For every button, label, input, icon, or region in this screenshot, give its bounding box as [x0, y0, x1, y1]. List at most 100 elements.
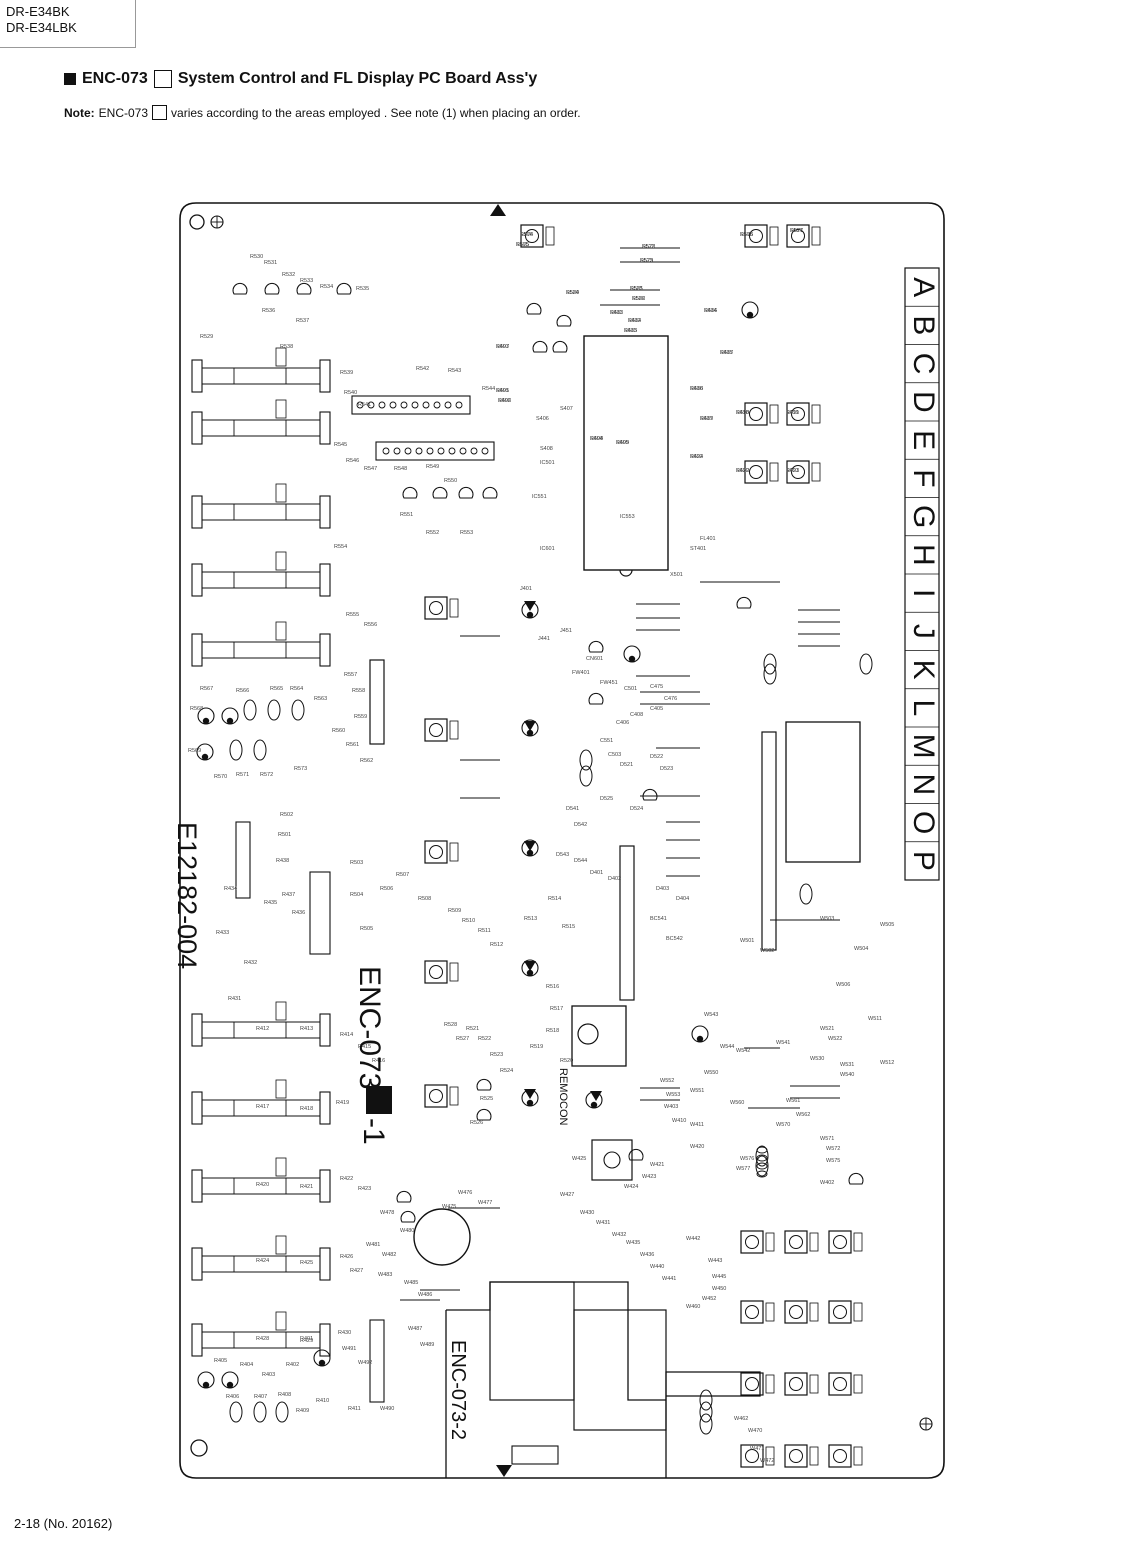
grid-letter-c: C [907, 353, 940, 375]
component-label: X501 [670, 572, 683, 578]
component-label: W489 [420, 1342, 434, 1348]
component-label: W505 [880, 922, 894, 928]
grid-letter-m: M [907, 734, 940, 759]
ic553-outline [591, 1139, 633, 1181]
component-label: R558 [352, 688, 365, 694]
component-label: R538 [280, 344, 293, 350]
component-label: R517 [550, 1006, 563, 1012]
component-label: R522 [478, 1036, 491, 1042]
component-label: R581 [630, 286, 643, 292]
component-label: R421 [300, 1184, 313, 1190]
component-label: W576 [740, 1156, 754, 1162]
component-label: W436 [640, 1252, 654, 1258]
component-label: IC551 [532, 494, 547, 500]
grid-letter-i: I [907, 589, 940, 597]
component-label: W410 [672, 1118, 686, 1124]
component-label: W552 [660, 1078, 674, 1084]
component-label: W443 [708, 1258, 722, 1264]
component-label: R418 [300, 1106, 313, 1112]
component-label: R417 [256, 1104, 269, 1110]
component-label: W420 [690, 1144, 704, 1150]
component-label: R523 [490, 1052, 503, 1058]
component-label: R533 [300, 278, 313, 284]
component-label: S413 [624, 328, 637, 334]
component-label: R432 [244, 960, 257, 966]
component-label: S417 [700, 416, 713, 422]
component-label: W540 [840, 1072, 854, 1078]
component-label: R420 [256, 1182, 269, 1188]
component-label: R427 [350, 1268, 363, 1274]
component-label: C476 [664, 696, 677, 702]
component-label: D522 [650, 754, 663, 760]
bottom-arrow-icon [496, 1465, 512, 1477]
component-label: C475 [650, 684, 663, 690]
connector-strip [309, 871, 331, 955]
component-label: S505 [516, 242, 529, 248]
component-label: J441 [538, 636, 550, 642]
note-label: Note: [64, 105, 95, 120]
component-label: R545 [334, 442, 347, 448]
component-label: R508 [418, 896, 431, 902]
component-label: R589 [700, 416, 713, 422]
component-label: D404 [676, 896, 689, 902]
component-label: R410 [316, 1398, 329, 1404]
component-label: R513 [524, 916, 537, 922]
component-label: R437 [282, 892, 295, 898]
component-label: R583 [610, 310, 623, 316]
component-label: R539 [340, 370, 353, 376]
component-label: R535 [356, 286, 369, 292]
component-label: R511 [478, 928, 491, 934]
grid-letter-h: H [907, 544, 940, 566]
component-label: R526 [470, 1120, 483, 1126]
component-label: S522 [642, 244, 655, 250]
component-label: D401 [590, 870, 603, 876]
component-label: R516 [546, 984, 559, 990]
component-label: S405 [616, 440, 629, 446]
component-label: D524 [630, 806, 643, 812]
component-label: R436 [292, 910, 305, 916]
component-label: W442 [686, 1236, 700, 1242]
component-label: W452 [702, 1296, 716, 1302]
grid-letter-j: J [907, 624, 940, 639]
component-label: R518 [546, 1028, 559, 1034]
component-label: R547 [364, 466, 377, 472]
component-label: W490 [380, 1406, 394, 1412]
board-label-sub: ENC-073-2 [447, 1340, 469, 1440]
component-label: S404 [590, 436, 603, 442]
component-label: W511 [868, 1016, 882, 1022]
component-label: R553 [460, 530, 473, 536]
component-label: R585 [624, 328, 637, 334]
component-label: R424 [256, 1258, 269, 1264]
component-label: IC501 [540, 460, 555, 466]
component-label: D403 [656, 886, 669, 892]
component-label: W575 [826, 1158, 840, 1164]
note-code: ENC-073 [98, 105, 149, 120]
component-label: ST401 [690, 546, 706, 552]
component-label: R413 [300, 1026, 313, 1032]
component-label: R559 [354, 714, 367, 720]
component-label: R540 [344, 390, 357, 396]
component-label: R507 [396, 872, 409, 878]
component-label: W440 [650, 1264, 664, 1270]
component-label: R550 [444, 478, 457, 484]
component-label: S506 [520, 232, 533, 238]
component-label: R592 [736, 468, 749, 474]
component-label: S419 [786, 410, 799, 416]
component-label: W482 [382, 1252, 396, 1258]
model-2: DR-E34LBK [6, 20, 77, 35]
title-rest: System Control and FL Display PC Board A… [177, 70, 538, 87]
component-label: W542 [736, 1048, 750, 1054]
component-label: R597 [496, 344, 509, 350]
component-label: D523 [660, 766, 673, 772]
component-label: R435 [264, 900, 277, 906]
component-label: R573 [294, 766, 307, 772]
component-label: D402 [608, 876, 621, 882]
capacitor-large [413, 1208, 471, 1266]
component-label: C503 [608, 752, 621, 758]
component-label: W522 [828, 1036, 842, 1042]
component-label: R434 [224, 886, 237, 892]
grid-letter-l: L [907, 700, 940, 717]
component-label: R524 [500, 1068, 513, 1074]
component-label: S422 [690, 454, 703, 460]
